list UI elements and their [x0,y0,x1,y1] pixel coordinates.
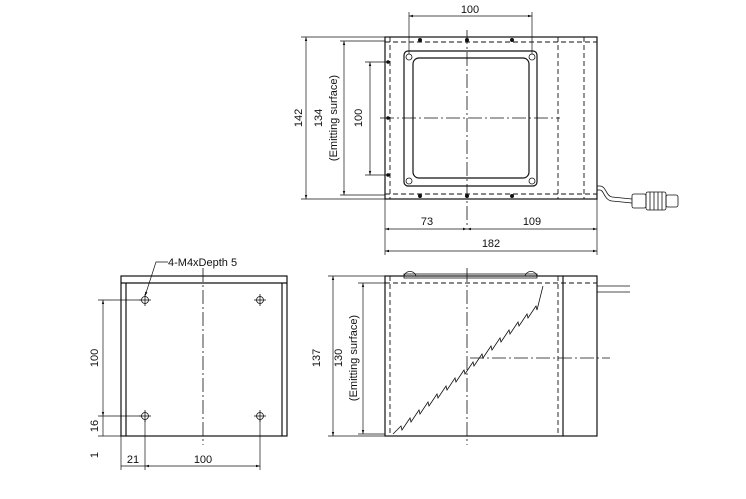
mount-hole-icon [405,177,413,185]
diagonal-reflector [392,285,544,435]
mount-hole-icon [528,177,536,185]
dim-side-emitting-label: 130 [333,349,345,367]
dim-inner-label: 100 [353,109,365,127]
mount-hole-icon [405,53,413,61]
dim-right-label: 109 [523,216,541,228]
dim-overall-height-label: 142 [293,109,305,127]
hole-callout-label: 4-M4xDepth 5 [168,257,237,269]
side-view-outline [384,275,598,437]
dim-left-offset-label: 21 [127,454,139,466]
emitting-window-frame [403,50,538,187]
dim-bottom-offset-label: 16 [89,420,101,432]
dim-top-label: 100 [461,4,479,16]
connector-icon [631,191,679,211]
dim-side-emitting-sub-label: (Emitting surface) [348,315,360,401]
dim-emitting-sub-label: (Emitting surface) [328,75,340,161]
dim-left-label: 73 [421,216,433,228]
dim-width-label: 182 [482,238,500,250]
dim-hole-spacing-h-label: 100 [194,454,212,466]
cable [597,185,633,200]
dim-base-label: 1 [89,452,101,458]
side-view: 137 130 (Emitting surface) [311,268,630,445]
front-view-outline [120,275,288,437]
mount-hole-icon [528,53,536,61]
dim-hole-spacing-v-label: 100 [89,349,101,367]
top-view: 100 142 134 (Emitting surface) 100 73 10… [293,4,679,255]
front-view: 4-M4xDepth 5 100 16 1 21 100 [89,257,288,470]
dim-side-height-label: 137 [311,349,323,367]
tapped-hole-icon [254,294,266,306]
dim-emitting-height-label: 134 [313,109,325,127]
